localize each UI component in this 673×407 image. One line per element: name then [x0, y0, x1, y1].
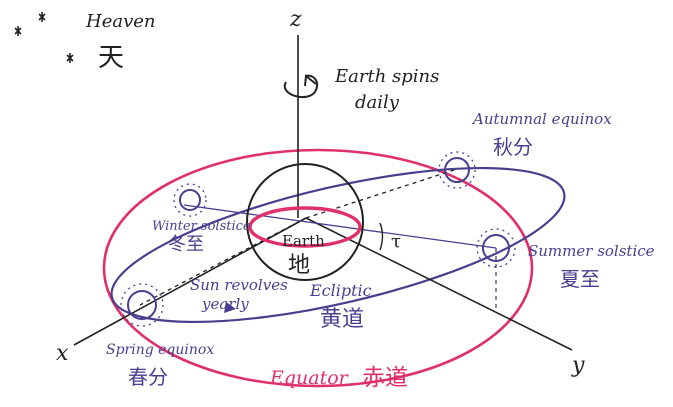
y-axis-line [305, 217, 573, 351]
winter-solstice-zh-label: 冬至 [168, 234, 204, 255]
heaven-zh-label: 天 [98, 43, 124, 73]
ecliptic-label: Ecliptic [309, 281, 372, 300]
summer-solstice-label: Summer solstice [528, 242, 655, 260]
y-axis-label: y [571, 353, 585, 378]
spring-equinox-label: Spring equinox [106, 342, 214, 358]
earth-sphere [246, 163, 364, 281]
rotation-arrow-icon [283, 74, 318, 99]
sun-icon [120, 283, 164, 327]
x-axis-label: x [56, 341, 69, 366]
earth-spins-label: Earth spins [334, 66, 439, 87]
earth-equator [248, 206, 362, 248]
z-axis-label: z [289, 7, 302, 32]
sun-icon [438, 151, 476, 189]
spring-equinox-zh-label: 春分 [128, 365, 168, 389]
sun-icon [173, 183, 207, 217]
star-icon [14, 12, 74, 63]
tilt-angle-arc [379, 222, 384, 251]
equator-label: Equator [269, 367, 350, 389]
heaven-label: Heaven [85, 11, 156, 32]
sun-icon [476, 228, 516, 268]
tilt-angle-label: τ [391, 231, 401, 252]
ecliptic-zh-label: 黄道 [320, 307, 364, 332]
revolution-arrow-icon [224, 302, 236, 313]
earth-zh-label: 地 [288, 253, 310, 278]
autumnal-equinox-zh-label: 秋分 [493, 135, 533, 159]
solstice-axis [183, 204, 497, 249]
equator-circle [102, 148, 534, 388]
ecliptic-circle [110, 166, 566, 324]
winter-solstice-label: Winter solstice [152, 219, 251, 234]
axes [73, 35, 573, 351]
sun-revolves-yearly-label: yearly [201, 295, 249, 313]
summer-solstice-zh-label: 夏至 [560, 267, 600, 291]
earth-spins-daily-label: daily [355, 92, 400, 113]
earth-label: Earth [282, 232, 325, 250]
equator-zh-label: 赤道 [362, 365, 408, 391]
sun-revolves-label: Sun revolves [190, 276, 288, 294]
autumnal-equinox-label: Autumnal equinox [471, 110, 612, 128]
